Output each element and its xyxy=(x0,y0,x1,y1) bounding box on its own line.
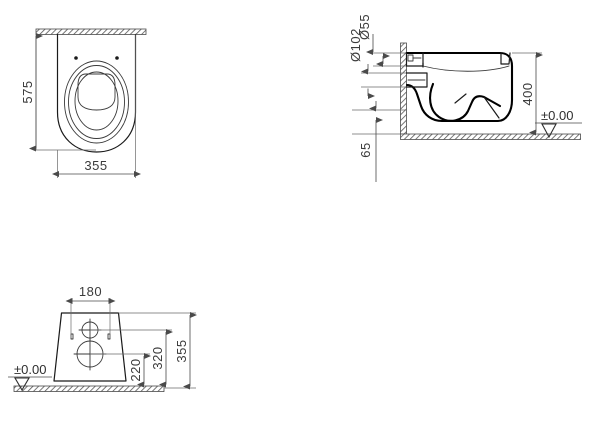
side-trap-curve xyxy=(429,82,502,122)
plan-view-group: 575 355 xyxy=(20,28,147,178)
plan-width-label: 355 xyxy=(84,158,107,173)
plan-rim-outer xyxy=(64,60,129,144)
plan-rim-inner xyxy=(68,65,125,139)
rear-outlet-height-label: 220 xyxy=(128,358,143,381)
rear-view-group: 180 220 320 355 ±0.00 xyxy=(8,284,197,392)
plan-height-label: 575 xyxy=(20,80,35,103)
side-datum-label: ±0.00 xyxy=(541,108,573,123)
plan-body-outline xyxy=(56,33,137,153)
side-seat-height-label: 400 xyxy=(520,82,535,105)
rear-body-outline xyxy=(53,312,127,382)
rear-total-height-label: 355 xyxy=(174,339,189,362)
side-inner-wall-line xyxy=(454,93,467,104)
plan-wall-band xyxy=(35,28,147,35)
rear-bolt-hole-right xyxy=(107,333,111,340)
side-outlet-diameter-label: Ø55 xyxy=(357,14,372,40)
side-wall xyxy=(400,42,407,135)
rear-inlet-height-label: 320 xyxy=(150,346,165,369)
side-datum-triangle-icon xyxy=(541,123,557,139)
plan-water-spot xyxy=(77,73,116,111)
side-body-outline xyxy=(405,51,514,123)
side-rim-line xyxy=(422,65,510,72)
side-floor-offset-label: 65 xyxy=(358,142,373,157)
side-inlet-diameter-label: Ø102 xyxy=(348,28,363,62)
plan-fixing-dot-right xyxy=(115,56,119,60)
side-floor-slab xyxy=(400,133,581,140)
plan-bowl-opening xyxy=(74,71,119,131)
rear-datum-triangle-icon xyxy=(14,377,30,392)
side-bowl-rear-wall xyxy=(483,96,500,119)
side-flush-connector xyxy=(405,52,424,67)
side-outlet-pipe xyxy=(405,72,428,88)
rear-floor-slab xyxy=(13,385,165,392)
plan-fixing-dot-left xyxy=(74,56,78,60)
side-seat-fixing xyxy=(500,52,511,65)
side-view-group: Ø55 Ø102 400 65 ±0.00 xyxy=(348,14,582,182)
rear-datum-label: ±0.00 xyxy=(14,362,46,377)
side-flush-bolt xyxy=(407,54,414,62)
rear-bolt-spacing-label: 180 xyxy=(79,284,102,299)
